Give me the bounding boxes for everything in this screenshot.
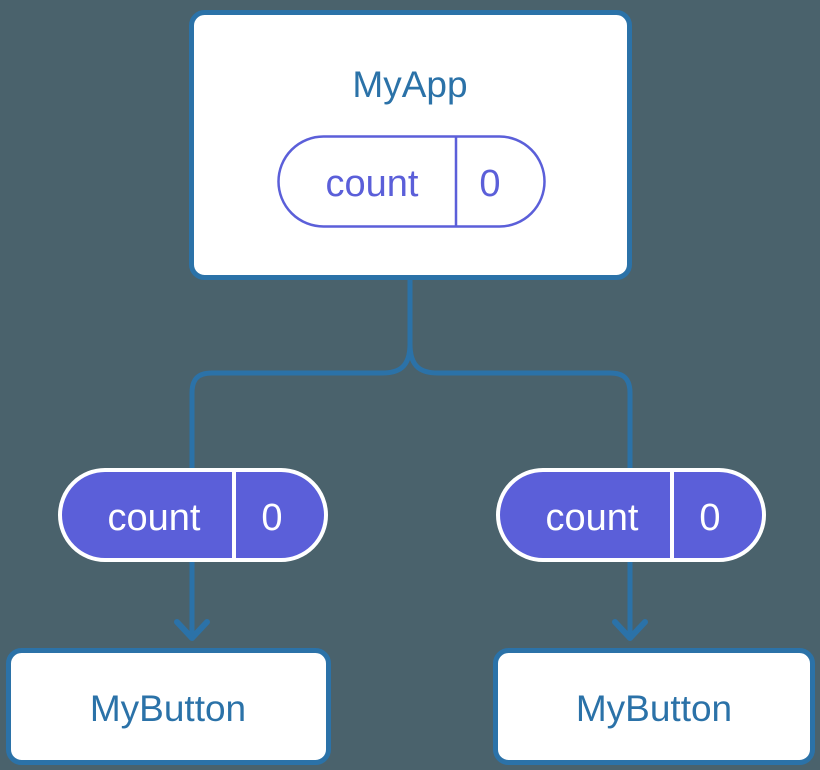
right-branch-state-key: count	[546, 497, 639, 539]
root-state-value: 0	[479, 163, 500, 205]
left-branch-state-pill[interactable]: count 0	[58, 468, 328, 562]
right-branch-component-box[interactable]	[493, 648, 815, 765]
right-branch-component-label: MyButton	[576, 688, 732, 729]
left-branch-state-pill-shape[interactable]	[58, 468, 328, 562]
right-branch-state-pill-shape[interactable]	[496, 468, 766, 562]
right-branch-component-node[interactable]: MyButton	[493, 648, 815, 765]
left-branch-state-key: count	[108, 497, 201, 539]
left-branch-component-label: MyButton	[90, 688, 246, 729]
fork-right-connector	[407, 343, 633, 470]
root-state-key: count	[326, 163, 419, 205]
left-branch-component-box[interactable]	[6, 648, 331, 765]
root-state-pill-shape[interactable]	[277, 135, 546, 228]
left-branch-component-node[interactable]: MyButton	[6, 648, 331, 765]
right-branch-state-value: 0	[699, 497, 720, 539]
fork-left-connector	[189, 343, 413, 470]
left-arrow-head-icon	[174, 619, 210, 641]
left-branch-state-value: 0	[261, 497, 282, 539]
root-component-label: MyApp	[352, 64, 467, 105]
right-arrow-head-icon	[612, 619, 648, 641]
root-state-pill[interactable]: count 0	[277, 135, 546, 228]
root-component-node[interactable]: MyApp count 0	[189, 10, 632, 280]
right-branch-state-pill[interactable]: count 0	[496, 468, 766, 562]
